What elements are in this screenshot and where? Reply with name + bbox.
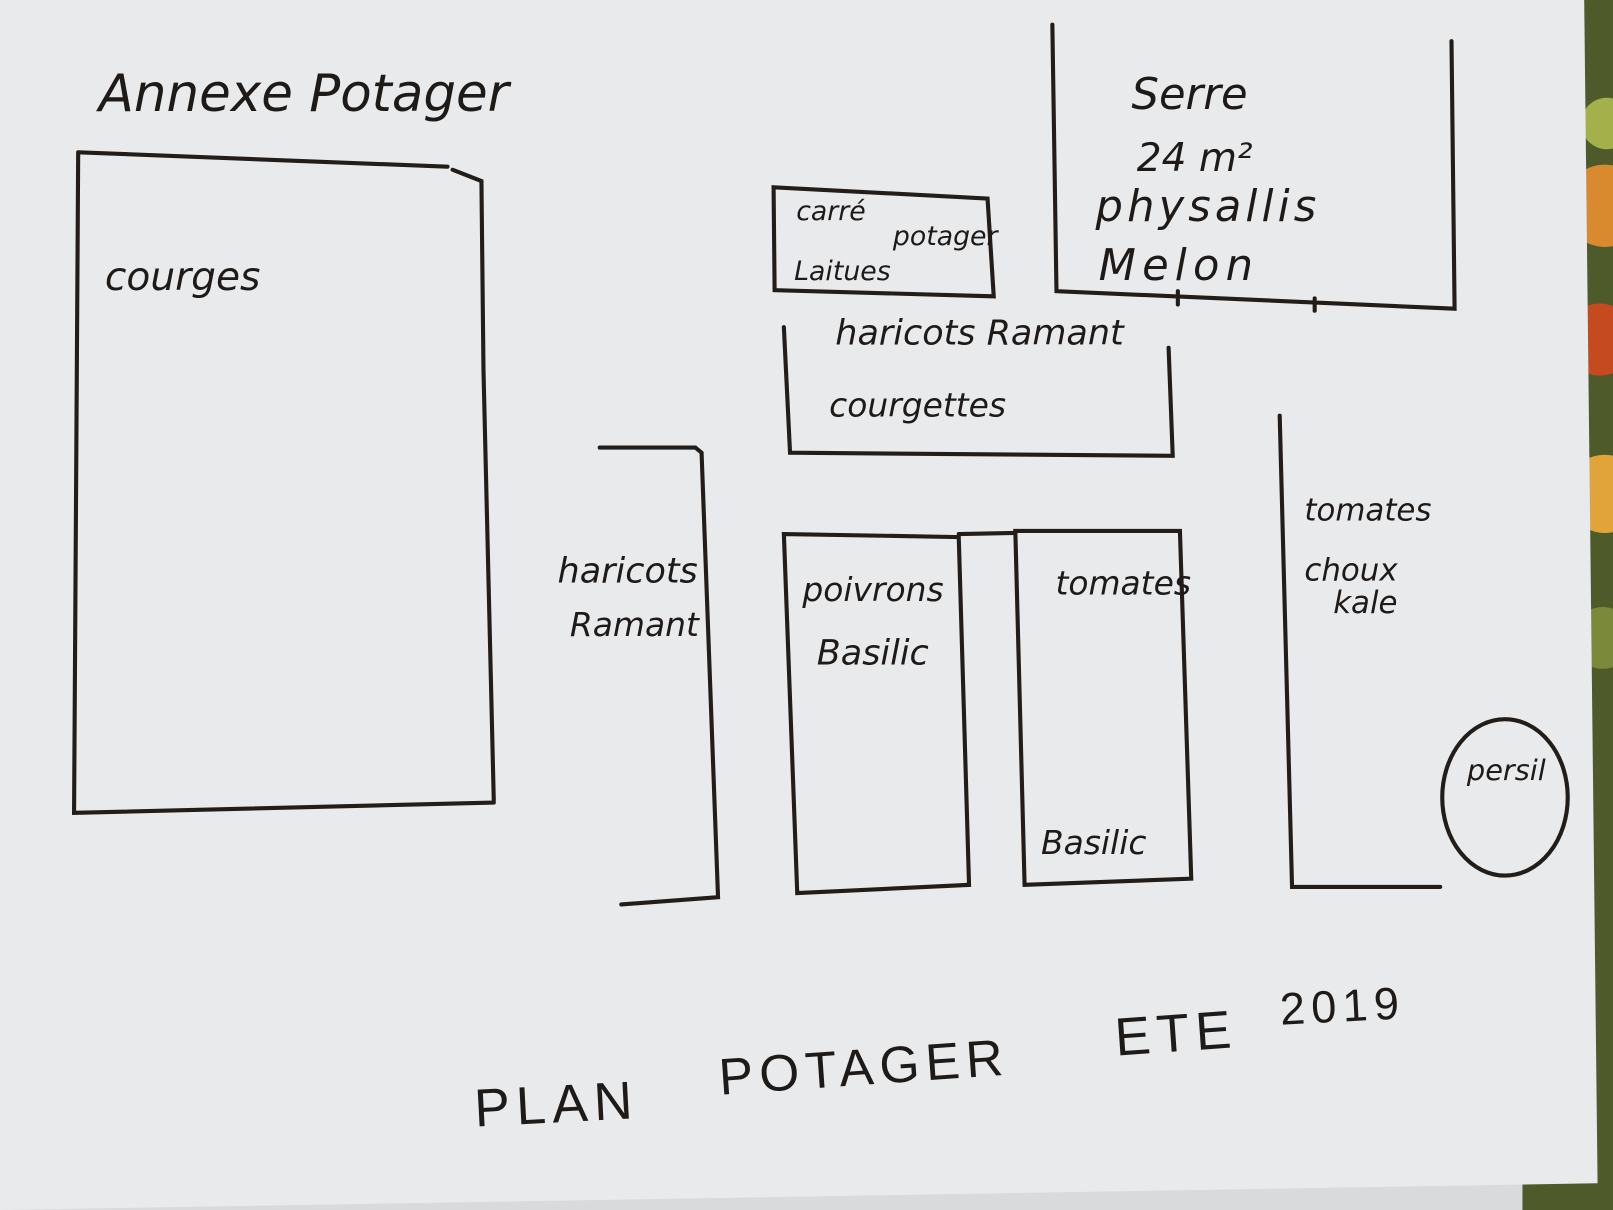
footer-ete: ETE <box>1113 1000 1239 1067</box>
bed-tomates-choux <box>1277 413 1443 889</box>
bed-courges <box>71 150 496 815</box>
bed-carre-potager <box>771 185 996 299</box>
label-poivrons: poivrons <box>801 570 943 609</box>
label-persil: persil <box>1466 753 1546 787</box>
label-basilic-2: Basilic <box>1041 823 1146 862</box>
label-basilic-1: Basilic <box>817 634 929 674</box>
footer-plan: PLAN <box>473 1071 640 1139</box>
label-choux: choux <box>1304 552 1398 588</box>
bed-persil <box>1440 717 1570 878</box>
label-potager: potager <box>892 221 1000 252</box>
label-serre: Serre <box>1132 70 1248 120</box>
label-melon: Melon <box>1099 241 1259 291</box>
label-serre-area: 24 m² <box>1137 136 1253 181</box>
bed-poivrons <box>781 530 1018 896</box>
plan-title: Annexe Potager <box>96 64 512 124</box>
label-ramant-left: Ramant <box>570 605 700 644</box>
label-tomates: tomates <box>1055 564 1191 603</box>
label-courges: courges <box>105 255 260 300</box>
label-courgettes: courgettes <box>829 386 1006 425</box>
bed-serre <box>1050 22 1457 313</box>
label-haricots-left: haricots <box>558 551 698 591</box>
label-laitues: Laitues <box>794 256 891 287</box>
label-physallis: physallis <box>1095 182 1321 232</box>
label-kale: kale <box>1333 585 1397 621</box>
bed-tomates <box>1013 528 1194 887</box>
bed-courgettes <box>781 325 1175 458</box>
footer-year: 2019 <box>1279 977 1407 1034</box>
label-carre: carré <box>796 196 866 227</box>
label-tomates-right: tomates <box>1304 493 1431 529</box>
bed-haricots-left <box>597 445 721 907</box>
label-haricots-top: haricots Ramant <box>835 314 1125 354</box>
